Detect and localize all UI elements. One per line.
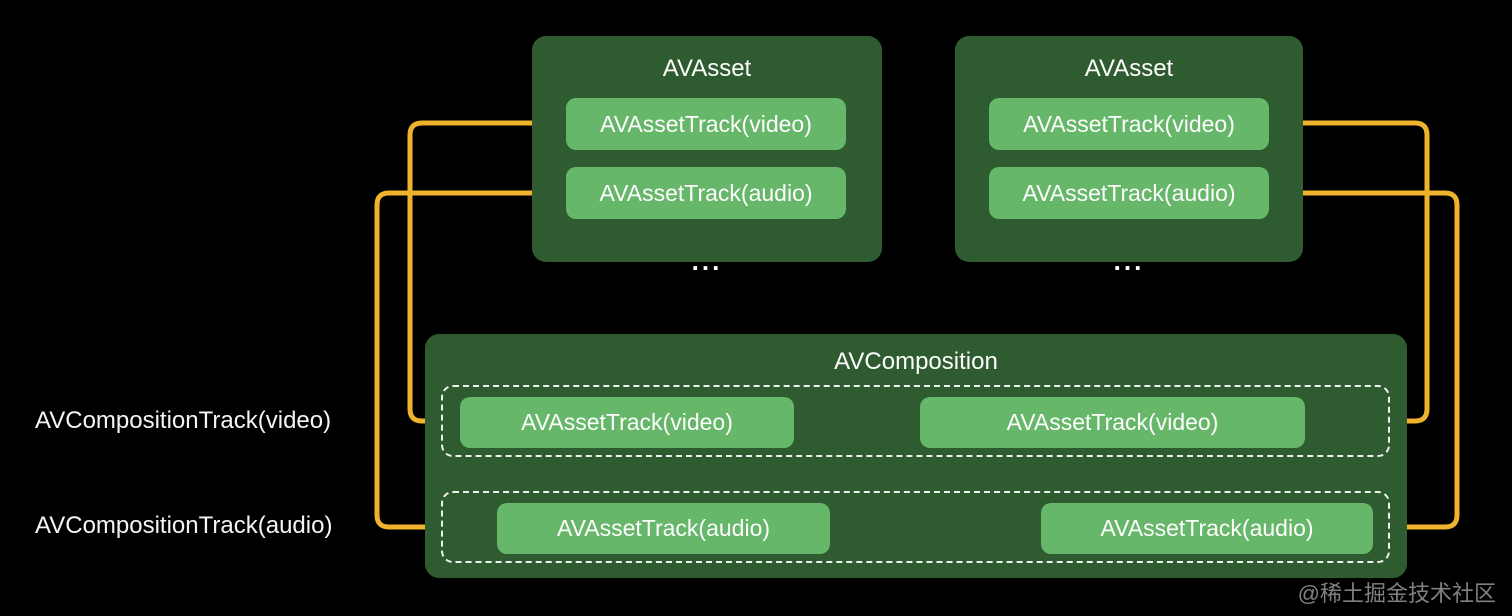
composition-audio-track-left: AVAssetTrack(audio): [497, 503, 830, 554]
avasset-box-left: AVAsset AVAssetTrack(video) AVAssetTrack…: [532, 36, 882, 274]
more-tracks-ellipsis: ...: [1113, 246, 1145, 276]
avasset-title: AVAsset: [662, 55, 752, 82]
composition-audio-track-row: AVAssetTrack(audio) AVAssetTrack(audio): [441, 491, 1390, 563]
asset-track-audio: AVAssetTrack(audio): [989, 167, 1269, 219]
composition-video-track-left: AVAssetTrack(video): [460, 397, 794, 448]
more-tracks-ellipsis: ...: [691, 246, 723, 276]
avasset-box-right: AVAsset AVAssetTrack(video) AVAssetTrack…: [955, 36, 1303, 274]
avasset-title: AVAsset: [1084, 55, 1174, 82]
asset-track-video: AVAssetTrack(video): [566, 98, 846, 150]
asset-track-video: AVAssetTrack(video): [989, 98, 1269, 150]
composition-video-track-row: AVAssetTrack(video) AVAssetTrack(video): [441, 385, 1390, 457]
avcomposition-title: AVComposition: [834, 348, 998, 375]
composition-track-audio-label: AVCompositionTrack(audio): [35, 512, 333, 539]
watermark: @稀土掘金技术社区: [1297, 581, 1496, 606]
composition-track-video-label: AVCompositionTrack(video): [35, 407, 332, 434]
asset-track-audio: AVAssetTrack(audio): [566, 167, 846, 219]
composition-video-track-right: AVAssetTrack(video): [920, 397, 1305, 448]
avcomposition-box: AVComposition AVAssetTrack(video) AVAsse…: [425, 334, 1407, 578]
composition-audio-track-right: AVAssetTrack(audio): [1041, 503, 1373, 554]
